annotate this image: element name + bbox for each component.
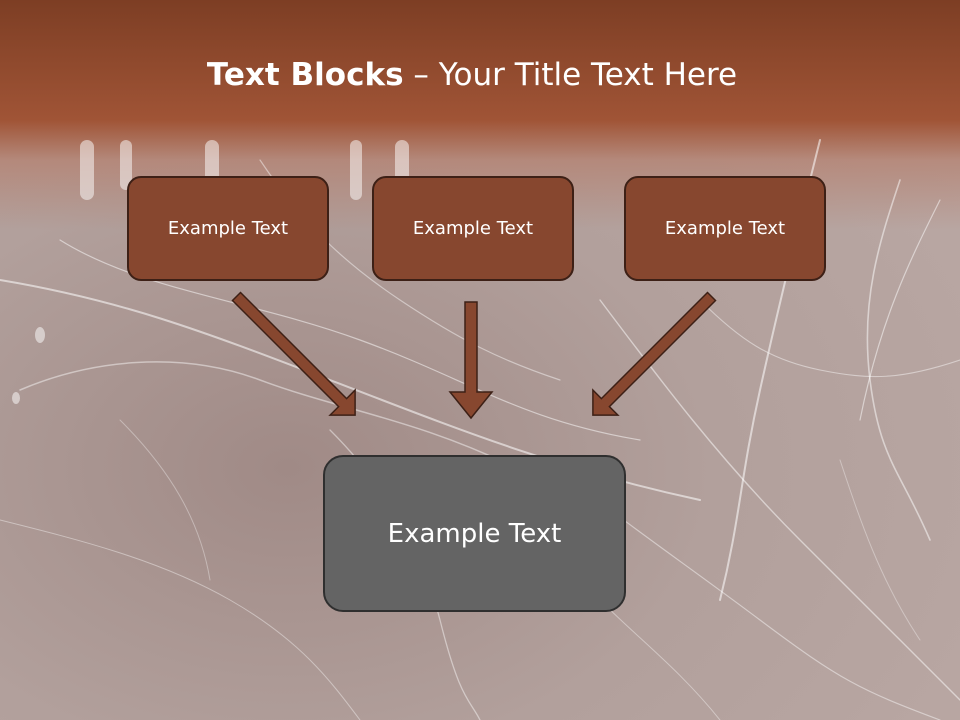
title-rest: – Your Title Text Here [403,57,738,93]
arrow-left [231,291,356,416]
slide-title: Text Blocks – Your Title Text Here [0,52,944,98]
text-block-left: Example Text [127,176,329,281]
text-block-bottom: Example Text [323,455,626,612]
text-block-right: Example Text [624,176,826,281]
arrow-center [448,301,494,420]
text-block-center: Example Text [372,176,574,281]
title-bold: Text Blocks [206,57,404,93]
arrow-right [592,291,717,416]
